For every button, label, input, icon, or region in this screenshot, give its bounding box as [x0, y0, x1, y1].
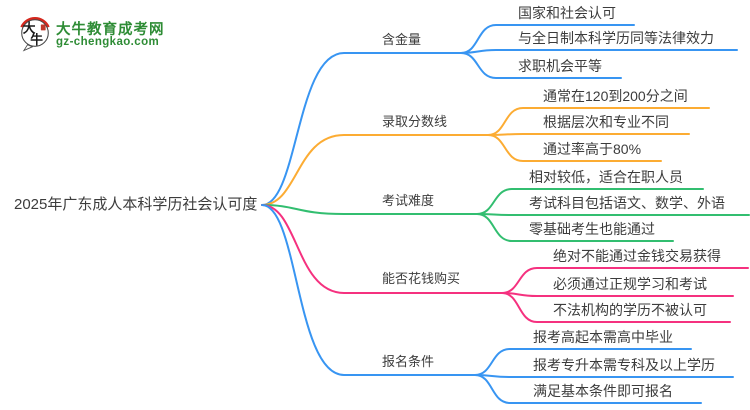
leaf-line-1-3	[460, 52, 622, 79]
branch-line-value	[261, 52, 462, 206]
logo-title: 大牛教育成考网	[56, 22, 165, 38]
leaf-node: 根据层次和专业不同	[543, 114, 669, 130]
branch-label-score: 录取分数线	[382, 114, 448, 129]
leaf-node: 求职机会平等	[518, 58, 602, 74]
leaf-node: 与全日制本科学历同等法律效力	[518, 30, 714, 46]
leaf-node: 绝对不能通过金钱交易获得	[553, 248, 721, 264]
leaf-line-4-1	[501, 267, 749, 294]
leaf-line-4-3	[501, 292, 731, 323]
branch-line-difficulty	[261, 204, 478, 215]
leaf-line-2-2	[487, 133, 690, 136]
branch-line-score	[261, 134, 489, 206]
leaf-line-2-3	[487, 134, 662, 162]
leaf-line-3-2	[476, 213, 750, 216]
branch-label-value: 含金量	[382, 32, 422, 47]
leaf-line-1-2	[460, 49, 738, 54]
branch-label-requirements: 报名条件	[382, 354, 435, 369]
leaf-node: 零基础考生也能通过	[529, 221, 655, 237]
svg-text:牛: 牛	[30, 32, 43, 48]
site-logo[interactable]: 大 牛 大牛教育成考网 gz-chengkao.com	[18, 14, 188, 66]
leaf-node: 通常在120到200分之间	[543, 88, 688, 104]
logo-bull-icon: 大 牛	[20, 17, 50, 52]
branch-line-buy	[261, 204, 503, 294]
leaf-line-3-3	[476, 213, 674, 242]
leaf-line-5-3	[474, 374, 702, 404]
central-topic: 2025年广东成人本科学历社会认可度	[14, 196, 258, 213]
leaf-node: 报考专升本需专科及以上学历	[533, 357, 715, 373]
leaf-line-5-2	[474, 374, 734, 378]
leaf-node: 通过率高于80%	[543, 141, 642, 157]
leaf-line-5-1	[474, 348, 692, 376]
branch-line-requirements	[261, 204, 476, 376]
leaf-node: 必须通过正规学习和考试	[553, 276, 707, 292]
leaf-node: 考试科目包括语文、数学、外语	[529, 195, 725, 211]
branch-label-buy: 能否花钱购买	[382, 271, 461, 286]
leaf-node: 相对较低，适合在职人员	[529, 169, 683, 185]
branch-label-difficulty: 考试难度	[382, 193, 435, 208]
leaf-node: 满足基本条件即可报名	[533, 383, 673, 399]
logo-domain: gz-chengkao.com	[56, 36, 160, 48]
leaf-node: 不法机构的学历不被认可	[553, 302, 707, 318]
leaf-line-4-2	[501, 292, 734, 297]
leaf-node: 报考高起本需高中毕业	[533, 329, 673, 345]
svg-text:大: 大	[23, 20, 36, 36]
leaf-node: 国家和社会认可	[518, 5, 616, 21]
